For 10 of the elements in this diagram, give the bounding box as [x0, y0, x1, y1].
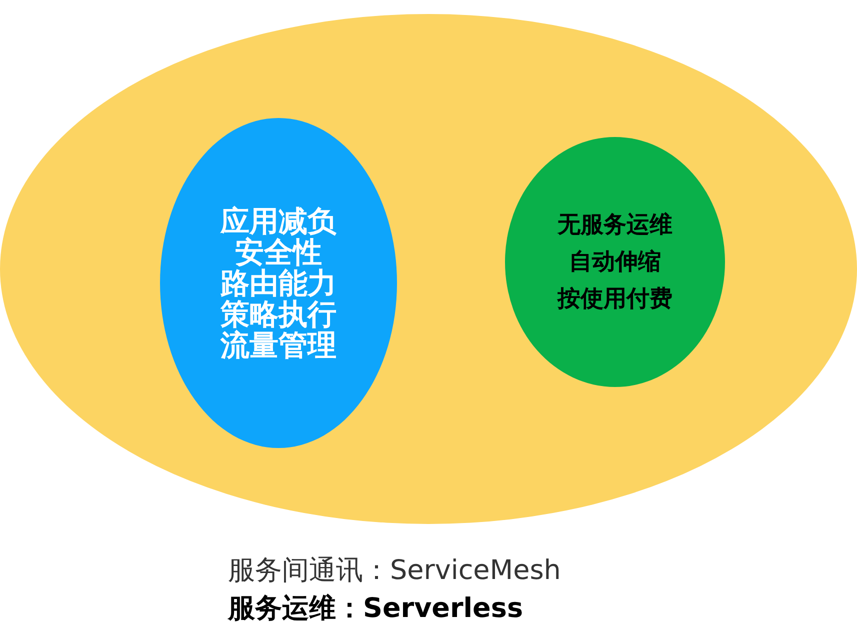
caption-text: 服务间通讯：ServiceMesh — [228, 554, 561, 588]
list-item: 无服务运维 — [558, 210, 672, 240]
caption-text: 服务运维：Serverless — [228, 592, 524, 626]
list-item: 按使用付费 — [558, 284, 672, 314]
list-item: 策略执行 — [220, 298, 336, 330]
list-item: 自动伸缩 — [569, 248, 661, 276]
list-item: 路由能力 — [220, 268, 336, 298]
list-item: 应用减负 — [220, 206, 336, 236]
list-item: 流量管理 — [220, 330, 336, 360]
list-item: 安全性 — [235, 236, 322, 268]
